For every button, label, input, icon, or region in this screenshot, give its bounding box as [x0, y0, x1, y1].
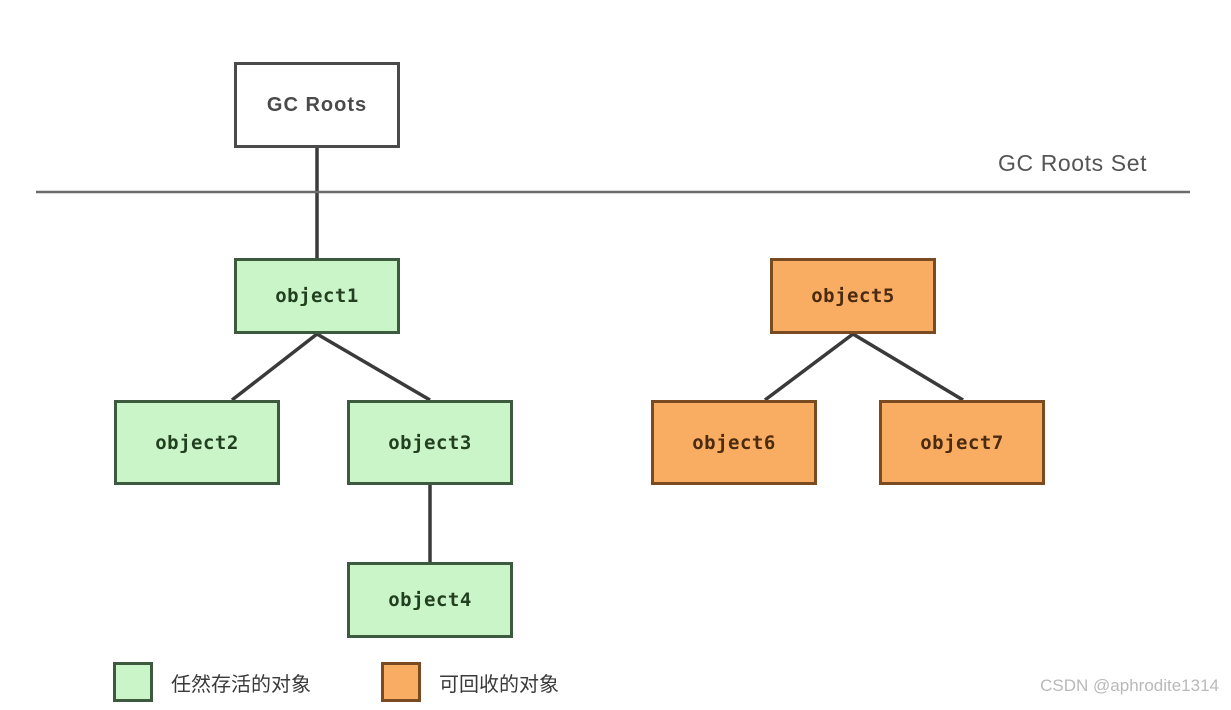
legend-item-garbage: 可回收的对象 [381, 662, 559, 702]
legend-label: 可回收的对象 [439, 673, 559, 696]
watermark: CSDN @aphrodite1314 [1040, 676, 1219, 695]
node-label: object7 [920, 431, 1004, 454]
node-object7: object7 [879, 400, 1045, 485]
legend-item-alive: 任然存活的对象 [113, 662, 311, 702]
node-object2: object2 [114, 400, 280, 485]
edge-object1-to-object3 [316, 332, 431, 402]
edge-object1-to-object2 [230, 332, 319, 402]
node-object6: object6 [651, 400, 817, 485]
legend-swatch-alive [113, 662, 153, 702]
node-object1: object1 [234, 258, 400, 334]
node-object5: object5 [770, 258, 936, 334]
edge-object5-to-object6 [763, 332, 855, 402]
node-label: object3 [388, 431, 472, 454]
legend-swatch-garbage [381, 662, 421, 702]
node-object3: object3 [347, 400, 513, 485]
node-object4: object4 [347, 562, 513, 638]
node-gcroots: GC Roots [234, 62, 400, 148]
edge-object5-to-object7 [852, 332, 964, 402]
node-label: object5 [811, 285, 895, 307]
node-label: GC Roots [266, 93, 368, 116]
legend-label: 任然存活的对象 [171, 673, 311, 696]
gc-roots-set-label: GC Roots Set [998, 150, 1148, 176]
node-label: object2 [155, 431, 239, 454]
legend: 任然存活的对象 可回收的对象 [113, 662, 559, 702]
node-label: object6 [692, 431, 776, 454]
node-label: object4 [388, 589, 472, 611]
node-label: object1 [275, 285, 359, 307]
